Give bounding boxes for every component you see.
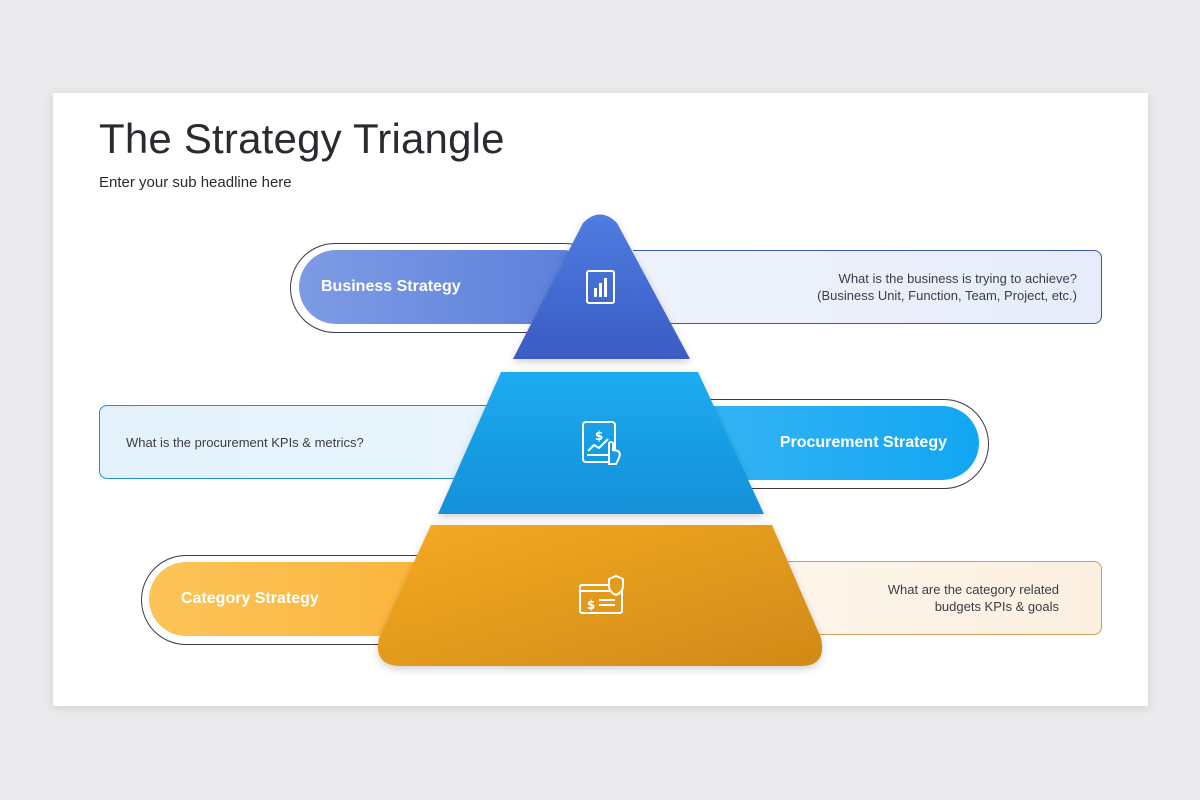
procurement-strategy-label: Procurement Strategy	[779, 434, 947, 451]
category-strategy-description: What are the category related budgets KP…	[773, 561, 1102, 635]
svg-text:$: $	[587, 598, 595, 612]
business-description-line-2: (Business Unit, Function, Team, Project,…	[817, 288, 1077, 303]
business-description-line-1: What is the business is trying to achiev…	[838, 271, 1077, 286]
pyramid-tier-category	[377, 525, 823, 666]
page-title: The Strategy Triangle	[99, 115, 505, 162]
business-strategy-label: Business Strategy	[321, 278, 461, 295]
budget-shield-icon: $	[579, 574, 624, 614]
svg-text:$: $	[595, 429, 603, 443]
procurement-description-line-1: What is the procurement KPIs & metrics?	[126, 434, 364, 450]
procurement-strategy-description: What is the procurement KPIs & metrics?	[99, 405, 519, 479]
tablet-finance-icon: $	[582, 421, 621, 465]
category-description-line-1: What are the category related	[887, 582, 1059, 597]
business-strategy-description: What is the business is trying to achiev…	[633, 250, 1102, 324]
page-subtitle: Enter your sub headline here	[99, 174, 292, 191]
pyramid-tier-procurement	[438, 372, 764, 514]
category-description-line-2: budgets KPIs & goals	[934, 599, 1059, 614]
bar-chart-report-icon	[586, 270, 615, 304]
category-strategy-label: Category Strategy	[181, 590, 319, 607]
slide: The Strategy Triangle Enter your sub hea…	[53, 93, 1148, 706]
strategy-pyramid: $ $	[377, 214, 823, 666]
